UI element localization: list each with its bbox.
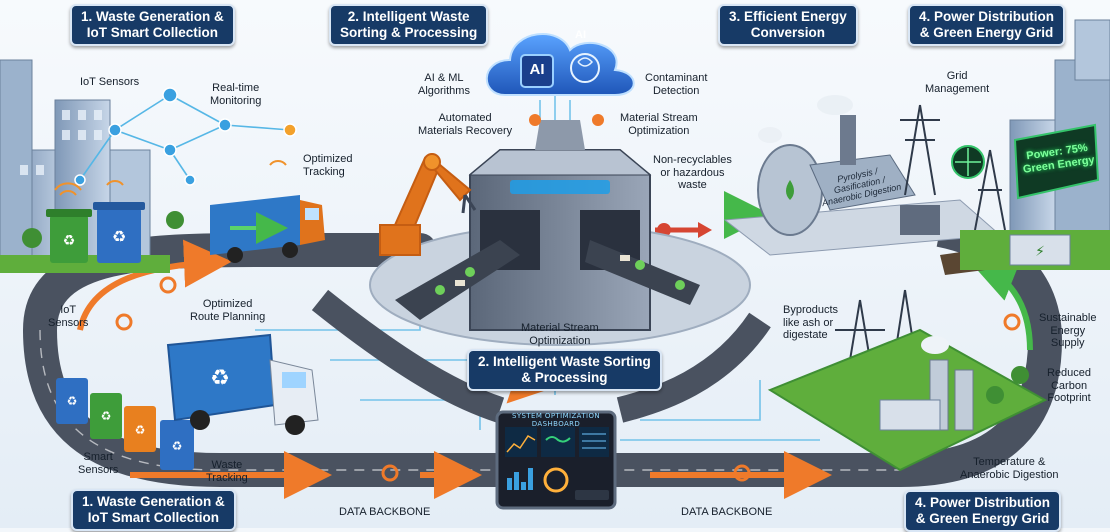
power-display-frame: [951, 123, 1100, 200]
smart-bins-bottom: ♻ ♻ ♻ ♻: [56, 378, 194, 470]
label-byproducts: Byproducts like ash or digestate: [783, 304, 839, 341]
svg-text:♻: ♻: [67, 394, 78, 408]
garbage-truck-bottom: ♻: [166, 333, 319, 435]
label-sustainable-supply: Sustainable Energy Supply: [1039, 312, 1097, 349]
svg-text:♻: ♻: [172, 439, 183, 453]
label-automated-recovery: Automated Materials Recovery: [418, 112, 513, 137]
label-contaminant-detection: Contaminant Detection: [645, 72, 708, 97]
svg-text:♻: ♻: [210, 366, 230, 391]
label-realtime-monitoring: Real-time Monitoring: [210, 82, 262, 107]
ai-cloud: [485, 33, 635, 96]
stage1-banner-top: 1. Waste Generation & IoT Smart Collecti…: [70, 4, 235, 46]
label-temp-anaerobic: Temperature & Anaerobic Digestion: [960, 456, 1059, 481]
iot-nodes: [74, 87, 297, 186]
robotic-arm: [379, 153, 477, 256]
label-optimized-tracking: Optimized Tracking: [303, 153, 353, 178]
label-data-backbone-right: DATA BACKBONE: [681, 506, 773, 518]
garbage-truck-top: [210, 195, 325, 263]
energy-conversion-plant: [723, 95, 1002, 275]
svg-text:♻: ♻: [63, 233, 76, 249]
green-grid-island: [767, 328, 1048, 472]
svg-text:♻: ♻: [101, 409, 112, 423]
label-smart-sensors: Smart Sensors: [78, 451, 119, 476]
svg-text:♻: ♻: [112, 227, 126, 246]
stage4-banner-bottom: 4. Power Distribution & Green Energy Gri…: [904, 490, 1062, 532]
label-ai-ml-algorithms: AI & ML Algorithms: [418, 72, 470, 97]
label-iot-sensors-left: IoT Sensors: [48, 304, 89, 329]
conveyor-belts: [395, 240, 700, 320]
recycling-bins-top: ♻ ♻: [46, 202, 145, 263]
svg-text:♻: ♻: [135, 423, 146, 437]
cloud-ai-label: AI: [529, 61, 545, 78]
label-grid-management: Grid Management: [925, 70, 990, 95]
wifi-icon: [54, 160, 287, 196]
label-waste-tracking: Waste Tracking: [206, 459, 248, 484]
label-iot-sensors-top: IoT Sensors: [80, 76, 140, 88]
label-data-backbone-left: DATA BACKBONE: [339, 506, 431, 518]
gear-icons: [115, 276, 1021, 482]
stage2-banner-center: 2. Intelligent Waste Sorting & Processin…: [467, 349, 662, 391]
stage2-banner-top: 2. Intelligent Waste Sorting & Processin…: [329, 4, 489, 46]
label-material-stream-top: Material Stream Optimization: [620, 112, 698, 137]
label-non-recyclables: Non-recyclables or hazardous waste: [653, 154, 732, 191]
svg-text:⚡: ⚡: [1035, 244, 1045, 260]
stage1-banner-bottom: 1. Waste Generation & IoT Smart Collecti…: [71, 489, 236, 531]
cloud-ai-small-label: AI: [575, 29, 586, 41]
stage3-banner-top: 3. Efficient Energy Conversion: [718, 4, 858, 46]
dashboard-title: SYSTEM OPTIMIZATION DASHBOARD: [511, 412, 601, 428]
label-optimized-route: Optimized Route Planning: [190, 298, 266, 323]
label-reduced-carbon: Reduced Carbon Footprint: [1047, 367, 1092, 404]
sorting-facility: [369, 114, 751, 346]
stage4-banner-top: 4. Power Distribution & Green Energy Gri…: [908, 4, 1066, 46]
dashboard-charts: [495, 410, 617, 510]
label-material-stream-center: Material Stream Optimization: [521, 322, 599, 347]
